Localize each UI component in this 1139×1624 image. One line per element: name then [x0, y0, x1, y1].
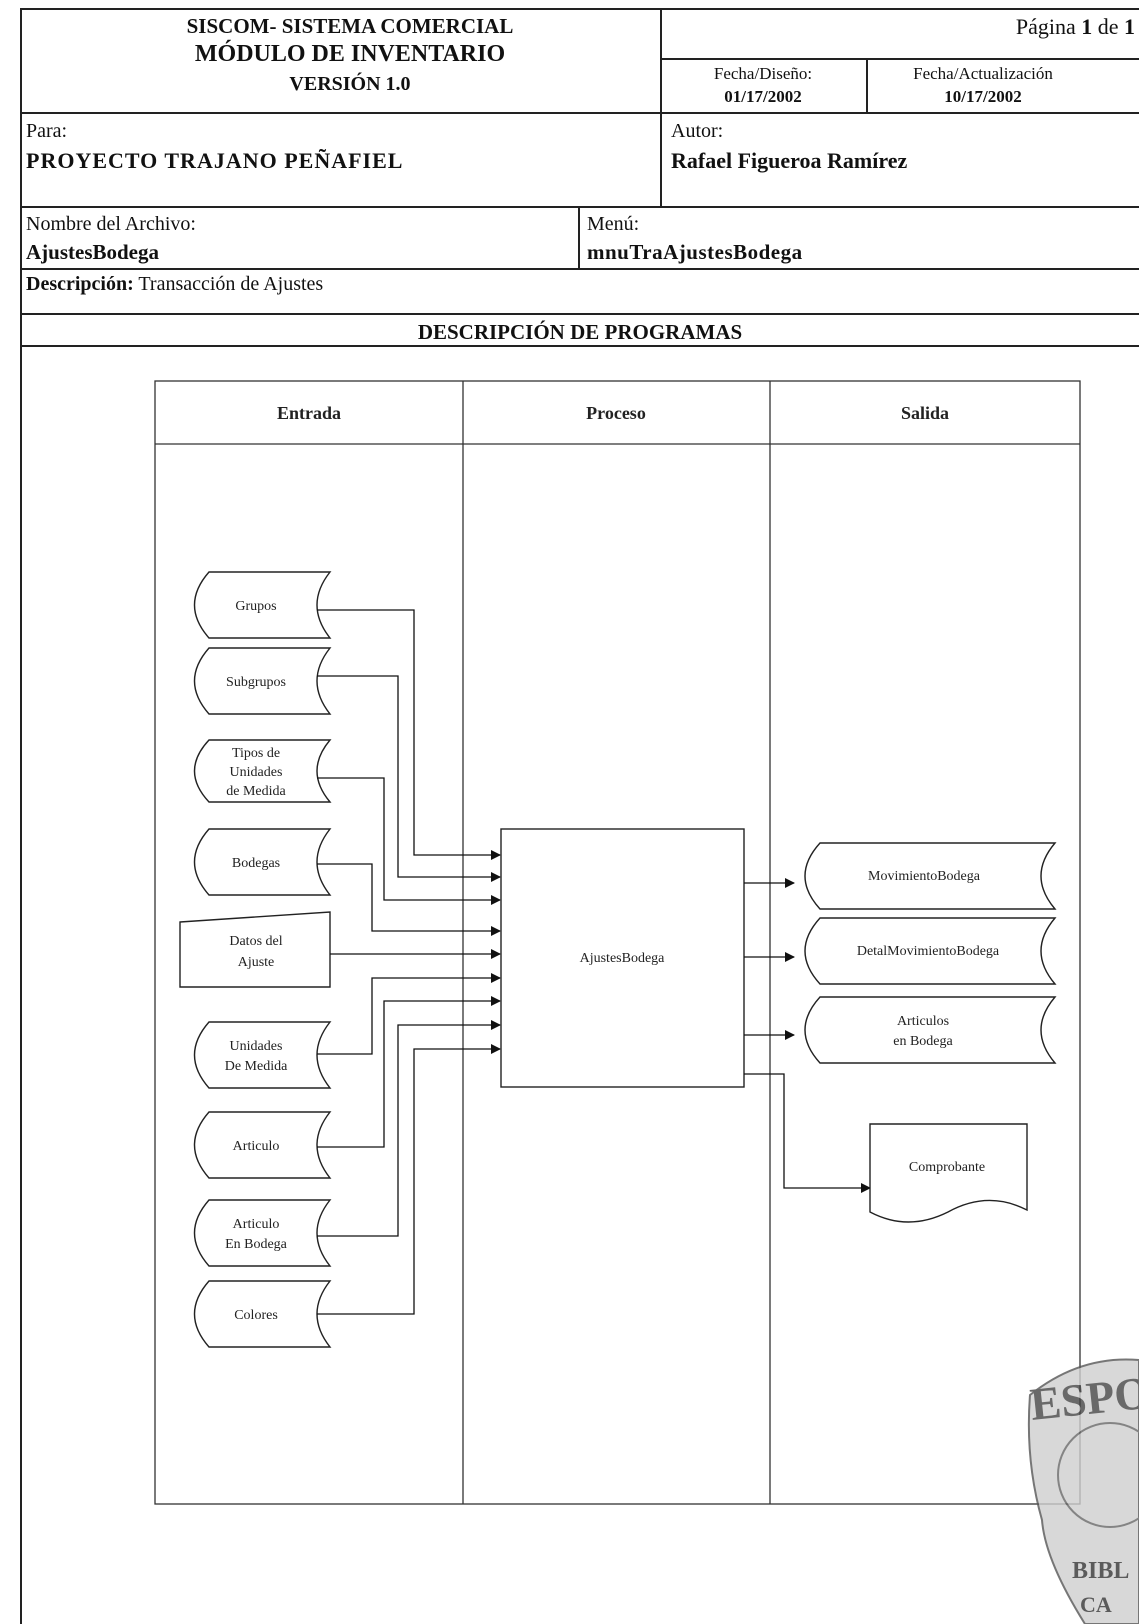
input-tipos-line2: Unidades [230, 765, 283, 780]
output-detal-movimiento: DetalMovimientoBodega [804, 917, 1057, 985]
header-divider [660, 8, 662, 206]
page-of: de [1092, 14, 1124, 39]
column-header-entrada: Entrada [277, 403, 341, 423]
input-colores-label: Colores [234, 1308, 278, 1323]
output-articulos-bodega: Articulos en Bodega [804, 996, 1057, 1064]
input-datos-line2: Ajuste [238, 955, 275, 970]
input-colores: Colores [193, 1280, 332, 1348]
author-label: Autor: [671, 120, 724, 142]
page-number: Página 1 de 1 [1016, 14, 1135, 40]
input-articulo-bodega-line2: En Bodega [225, 1237, 288, 1252]
input-articulo-label: Articulo [233, 1139, 280, 1154]
output-movimiento-label: MovimientoBodega [868, 869, 981, 884]
input-unidades-line2: De Medida [225, 1059, 288, 1074]
frame-left-line [20, 8, 22, 1624]
input-datos-line1: Datos del [229, 934, 282, 949]
author-value: Rafael Figueroa Ramírez [671, 148, 908, 173]
output-articulos-line2: en Bodega [893, 1034, 953, 1049]
module-title: MÓDULO DE INVENTARIO [194, 41, 506, 67]
input-subgrupos-label: Subgrupos [226, 675, 286, 690]
output-connectors [744, 878, 871, 1193]
output-detal-label: DetalMovimientoBodega [857, 944, 1000, 959]
input-connectors [317, 609, 501, 1315]
update-date-label: Fecha/Actualización [913, 64, 1053, 83]
input-articulo: Articulo [193, 1111, 332, 1179]
file-value: AjustesBodega [26, 240, 160, 264]
design-date-value: 01/17/2002 [724, 87, 802, 106]
input-unidades-line1: Unidades [230, 1039, 283, 1054]
output-movimiento-bodega: MovimientoBodega [804, 842, 1057, 910]
header-mid-line [660, 58, 1139, 60]
output-articulos-line1: Articulos [897, 1014, 949, 1029]
para-value: PROYECTO TRAJANO PEÑAFIEL [26, 148, 404, 173]
version-title: VERSIÓN 1.0 [289, 73, 411, 95]
input-tipos-unidades: Tipos de Unidades de Medida [193, 739, 332, 803]
input-subgrupos: Subgrupos [193, 647, 332, 715]
output-comprobante-label: Comprobante [909, 1160, 985, 1175]
input-unidades-medida: Unidades De Medida [193, 1021, 332, 1089]
frame-top-line [20, 8, 1139, 10]
input-tipos-line1: Tipos de [232, 746, 280, 761]
svg-text:ESPO: ESPO [1028, 1367, 1139, 1430]
svg-text:CA: CA [1080, 1592, 1112, 1617]
input-bodegas-label: Bodegas [232, 856, 280, 871]
header-bottom-line [20, 112, 1139, 114]
input-bodegas: Bodegas [193, 828, 332, 896]
page-label: Página [1015, 14, 1082, 39]
page-current: 1 [1081, 14, 1093, 39]
file-menu-divider [578, 206, 580, 268]
process-box: AjustesBodega [500, 828, 745, 1088]
menu-label: Menú: [587, 213, 640, 235]
input-tipos-line3: de Medida [226, 784, 286, 799]
input-articulo-bodega-line1: Articulo [233, 1217, 280, 1232]
column-header-proceso: Proceso [586, 403, 646, 423]
input-grupos-label: Grupos [235, 599, 276, 614]
menu-value: mnuTraAjustesBodega [587, 240, 803, 264]
date-divider [866, 58, 868, 112]
design-date-label: Fecha/Diseño: [713, 64, 813, 83]
input-articulo-bodega: Articulo En Bodega [193, 1199, 332, 1267]
description-value: Transacción de Ajustes [133, 273, 324, 295]
description-row: Descripción: Transacción de Ajustes [26, 273, 323, 296]
process-label: AjustesBodega [580, 951, 666, 966]
description-label: Descripción: [26, 273, 134, 295]
output-comprobante: Comprobante [869, 1123, 1028, 1223]
update-date-value: 10/17/2002 [944, 87, 1022, 106]
column-header-salida: Salida [901, 403, 949, 423]
svg-text:BIBL: BIBL [1072, 1558, 1129, 1584]
info-row2-bottom-line [20, 268, 1139, 270]
para-label: Para: [26, 120, 68, 142]
section-title-bottom-line [20, 345, 1139, 347]
input-grupos: Grupos [193, 571, 332, 639]
page-total: 1 [1124, 14, 1135, 39]
swimlane-frame [154, 380, 1081, 1505]
input-datos-ajuste: Datos del Ajuste [179, 911, 331, 988]
system-title: SISCOM- SISTEMA COMERCIAL [186, 14, 514, 38]
description-bottom-line [20, 313, 1139, 315]
file-label: Nombre del Archivo: [26, 213, 196, 235]
section-title: DESCRIPCIÓN DE PROGRAMAS [417, 320, 743, 344]
